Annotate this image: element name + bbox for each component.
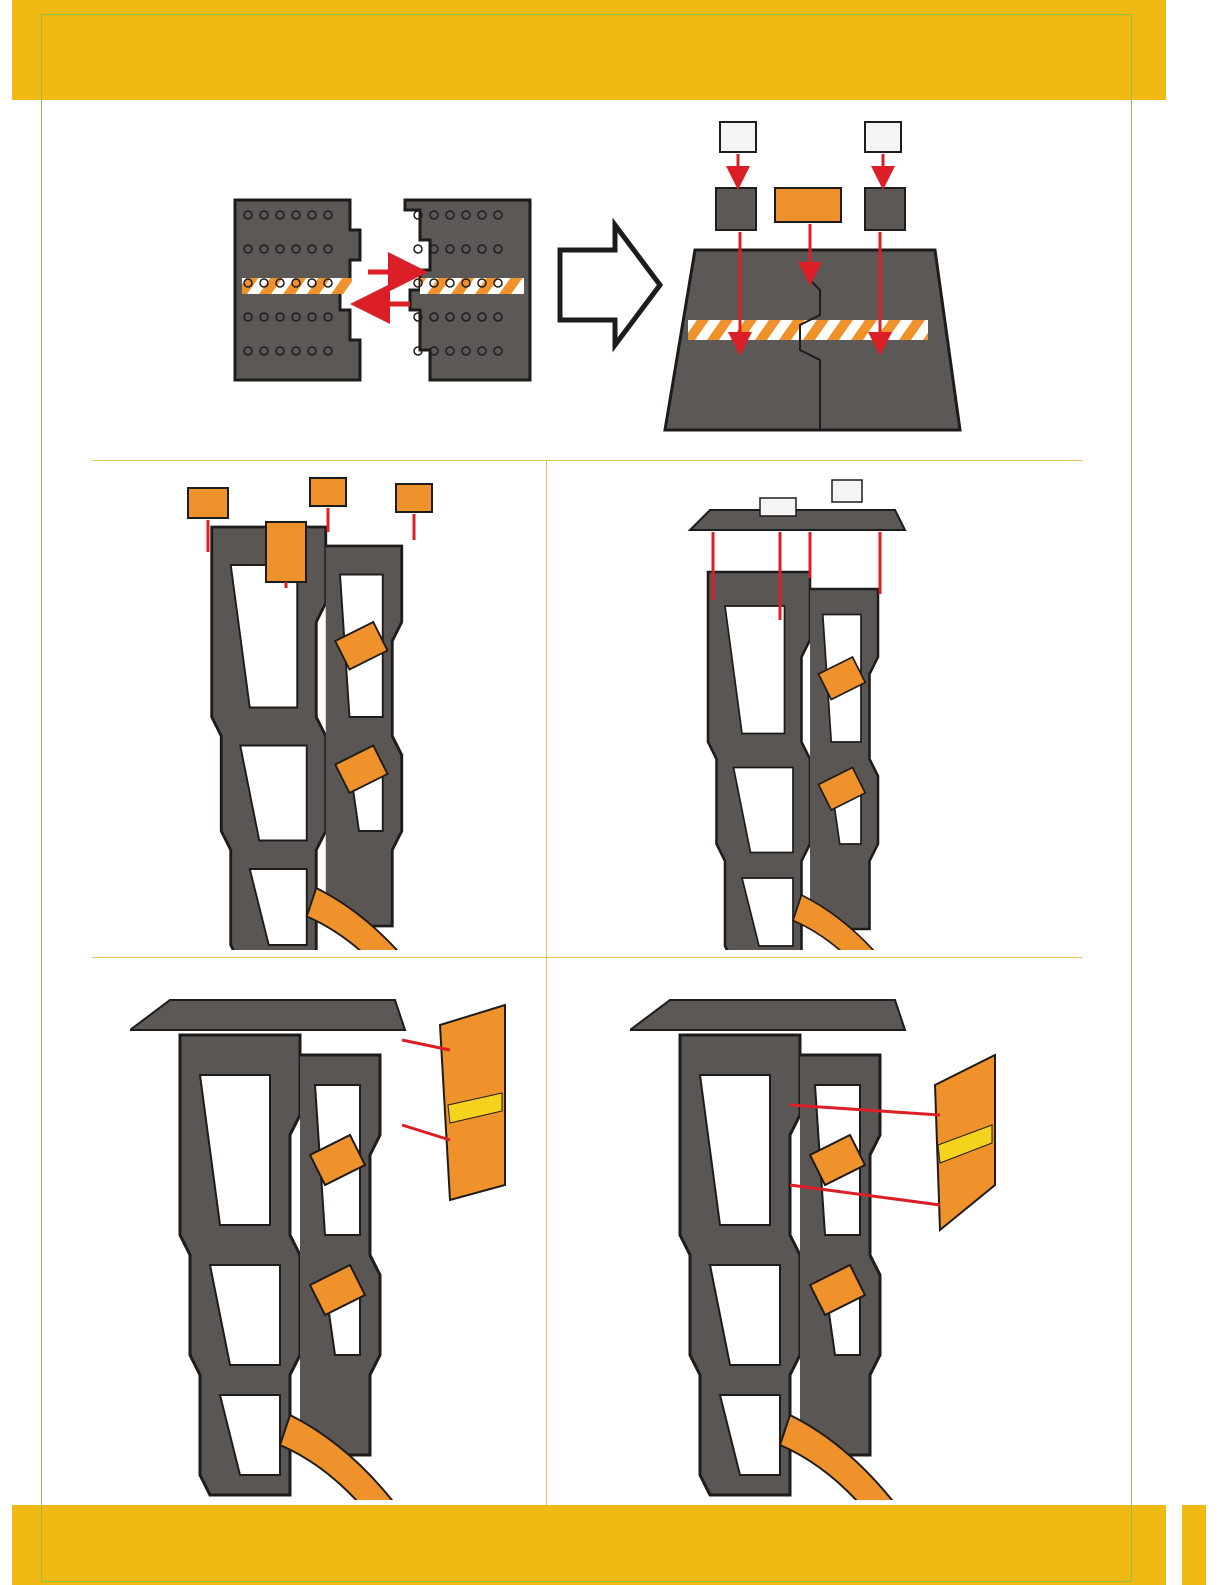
divider-row-2 bbox=[92, 957, 1082, 958]
white-brick-right bbox=[865, 122, 901, 152]
orange-brick bbox=[396, 484, 432, 512]
page-side-tab bbox=[1182, 1505, 1206, 1585]
divider-column bbox=[546, 460, 547, 1505]
right-plate-half bbox=[405, 200, 530, 380]
tower-with-large-side-panel bbox=[630, 965, 1030, 1500]
step-4-side-panel bbox=[130, 965, 530, 1500]
grey-brick-left bbox=[716, 188, 756, 230]
bottom-color-band bbox=[12, 1505, 1166, 1585]
orange-brick-tall bbox=[266, 522, 306, 582]
orange-brick-center bbox=[775, 188, 841, 222]
divider-row-1 bbox=[92, 460, 1082, 461]
grey-brick-right bbox=[865, 188, 905, 230]
top-bricks bbox=[716, 122, 905, 230]
white-brick-left bbox=[720, 122, 756, 152]
orange-brick bbox=[188, 488, 228, 518]
step-5-side-panel-large bbox=[630, 965, 1030, 1500]
combined-plate bbox=[665, 250, 960, 430]
plate-join-diagram bbox=[220, 110, 980, 450]
step-2-orange-bricks bbox=[150, 470, 540, 950]
left-plate-half bbox=[235, 200, 360, 380]
top-plate bbox=[630, 1000, 905, 1030]
tower-with-plate bbox=[640, 470, 920, 950]
top-plate bbox=[690, 510, 905, 530]
orange-brick bbox=[310, 478, 346, 506]
top-plate bbox=[130, 1000, 405, 1030]
top-color-band bbox=[12, 0, 1166, 100]
next-step-arrow-icon bbox=[560, 225, 660, 345]
step-1-plate-join bbox=[220, 110, 980, 450]
tower-with-orange-bricks bbox=[150, 470, 540, 950]
tower-with-small-side-panel bbox=[130, 965, 530, 1500]
stud bbox=[414, 245, 422, 253]
step-3-plate-on-towers bbox=[640, 470, 920, 950]
